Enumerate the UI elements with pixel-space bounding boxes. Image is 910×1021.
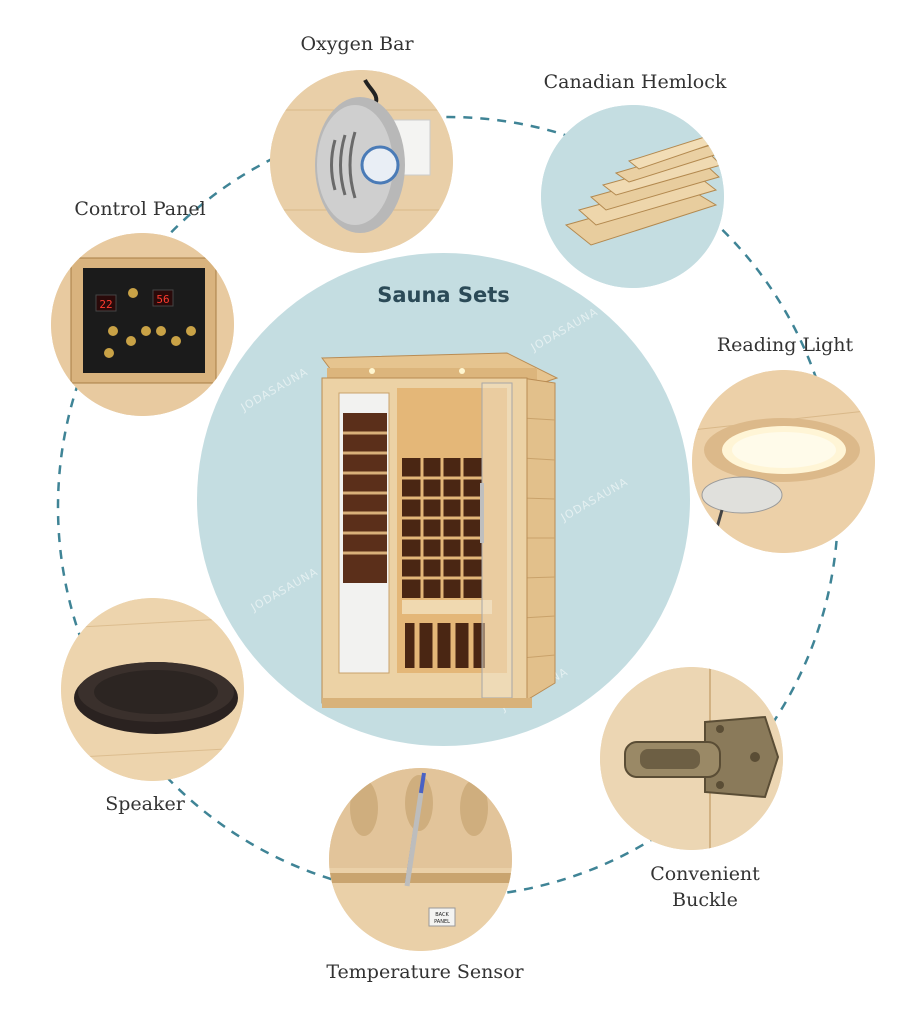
sensor-tag-line1: BACK — [435, 912, 449, 918]
sauna-cabin-image — [321, 352, 559, 708]
speaker-label: Speaker — [105, 793, 185, 815]
convenient-buckle-photo — [600, 667, 783, 850]
canadian-hemlock-photo — [541, 105, 724, 288]
control-panel-photo: 22 56 — [51, 233, 234, 416]
temperature-sensor-label: Temperature Sensor — [326, 961, 524, 983]
display-left: 22 — [99, 298, 112, 311]
control-panel-label: Control Panel — [74, 198, 206, 220]
speaker-photo — [61, 598, 244, 781]
watermark: JODASAUNA — [238, 365, 311, 414]
display-right: 56 — [156, 293, 169, 306]
center-title: Sauna Sets — [377, 283, 510, 307]
convenient-buckle-label: Convenient Buckle — [630, 862, 780, 913]
watermark: JODASAUNA — [558, 475, 631, 524]
temperature-sensor-photo: BACK PANEL — [329, 768, 512, 951]
oxygen-bar-photo — [270, 70, 453, 253]
sensor-tag-line2: PANEL — [434, 919, 450, 925]
watermark: JODASAUNA — [248, 565, 321, 614]
reading-light-label: Reading Light — [716, 334, 854, 356]
convenient-buckle-line1: Convenient — [650, 863, 760, 885]
convenient-buckle-line2: Buckle — [672, 888, 738, 911]
sauna-sets-disc: JODASAUNA JODASAUNA JODASAUNA JODASAUNA … — [197, 253, 690, 746]
canadian-hemlock-label: Canadian Hemlock — [543, 71, 727, 93]
oxygen-bar-label: Oxygen Bar — [300, 33, 414, 55]
reading-light-photo — [692, 370, 875, 553]
